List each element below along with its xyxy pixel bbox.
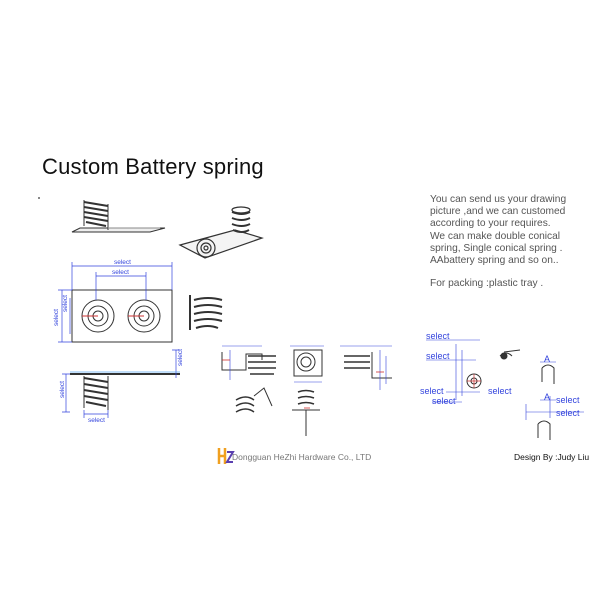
description-line: You can send us your drawing xyxy=(430,194,567,205)
dim-label: select xyxy=(59,381,66,398)
plate-top-view xyxy=(71,289,173,343)
spring-perspective-top xyxy=(178,206,264,259)
dim-label: select xyxy=(177,349,184,366)
dim-label: select xyxy=(556,408,580,418)
page-title: Custom Battery spring xyxy=(42,154,264,179)
detail-dimension-lines xyxy=(426,339,584,420)
dim-label: select xyxy=(114,259,131,266)
decorative-dot xyxy=(38,197,40,199)
spring-side-view-bottom xyxy=(70,373,180,410)
bracket-dimension-lines xyxy=(222,345,392,390)
description-line: We can make double conical xyxy=(430,230,561,242)
dim-label: select xyxy=(62,295,69,312)
description-line: picture ,and we can customed xyxy=(430,206,566,218)
spring-side-view-top xyxy=(71,200,166,233)
description-text: You can send us your drawing picture ,an… xyxy=(430,194,595,267)
dim-label: select xyxy=(112,269,129,276)
spring-bottom-dimensions xyxy=(62,349,180,418)
dim-label: select xyxy=(426,331,450,341)
dim-label: select xyxy=(420,386,444,396)
dim-label: select xyxy=(488,386,512,396)
packing-note: For packing :plastic tray . xyxy=(430,278,544,289)
dim-label: select xyxy=(556,395,580,405)
dim-label: select xyxy=(432,396,456,406)
description-line: according to your requires. xyxy=(430,218,551,230)
dim-label: select xyxy=(426,351,450,361)
dim-label: select xyxy=(88,417,105,424)
bracket-spring-drawings xyxy=(221,349,392,436)
plate-dimension-lines xyxy=(58,262,173,343)
company-name: Dongguan HeZhi Hardware Co., LTD xyxy=(232,452,372,462)
bracket-red-marks xyxy=(222,359,384,409)
description-line: AAbattery spring and so on.. xyxy=(430,255,559,267)
description-line: spring, Single conical spring . xyxy=(430,242,563,254)
section-label: A xyxy=(544,392,550,402)
spring-side-profile xyxy=(189,295,223,330)
designer-credit: Design By :Judy Liu xyxy=(514,452,590,462)
section-label: A xyxy=(544,354,550,364)
detail-drawings xyxy=(466,349,555,440)
dim-label: select xyxy=(53,309,60,326)
company-logo xyxy=(217,448,235,464)
